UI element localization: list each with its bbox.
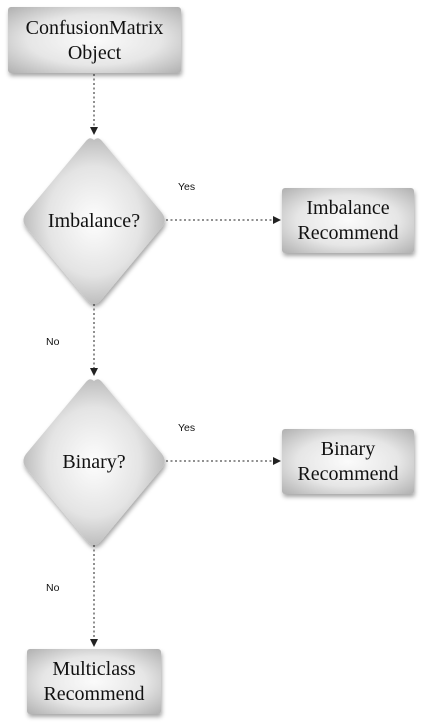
decision-imbalance: Imbalance?: [23, 138, 165, 304]
decision-imbalance-label: Imbalance?: [48, 210, 140, 232]
decision-binary: Binary?: [23, 379, 165, 545]
node-confusion-matrix-line-1: ConfusionMatrix: [26, 17, 164, 39]
node-multiclass-recommend-line-2: Recommend: [43, 683, 144, 705]
edge-label-binary-no: No: [46, 582, 60, 594]
node-imbalance-recommend: Imbalance Recommend: [282, 188, 414, 253]
edge-label-binary-yes: Yes: [178, 422, 195, 434]
node-confusion-matrix-object: ConfusionMatrix Object: [8, 7, 181, 73]
node-binary-recommend-line-1: Binary: [321, 438, 375, 460]
node-binary-recommend-line-2: Recommend: [297, 463, 398, 485]
node-imbalance-recommend-line-1: Imbalance: [306, 197, 389, 219]
decision-binary-label: Binary?: [62, 451, 125, 473]
edge-label-imbalance-yes: Yes: [178, 181, 195, 193]
node-multiclass-recommend-line-1: Multiclass: [52, 658, 136, 680]
node-multiclass-recommend: Multiclass Recommend: [27, 649, 161, 714]
node-confusion-matrix-line-2: Object: [68, 42, 122, 64]
node-imbalance-recommend-line-2: Recommend: [297, 222, 398, 244]
edges: [90, 74, 281, 647]
node-binary-recommend: Binary Recommend: [282, 429, 414, 494]
edge-label-imbalance-no: No: [46, 336, 60, 348]
